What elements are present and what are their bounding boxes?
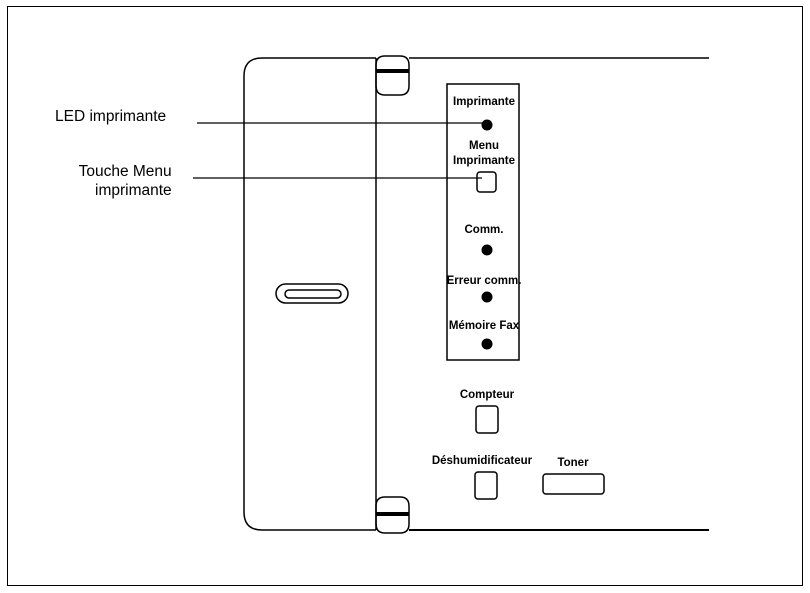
label-comm: Comm. — [465, 224, 504, 236]
door-latch — [275, 283, 349, 304]
led-erreur-comm — [481, 291, 493, 303]
hinge-bottom — [375, 496, 410, 534]
toner-button — [542, 473, 605, 495]
led-imprimante — [481, 119, 493, 131]
label-memoire-fax: Mémoire Fax — [449, 320, 520, 332]
hinge-top — [375, 55, 410, 96]
callout-touche-menu-line1: Touche Menu — [78, 163, 172, 180]
cover-door — [243, 57, 376, 531]
label-deshumidificateur: Déshumidificateur — [432, 455, 533, 467]
deshumidificateur-button — [474, 471, 498, 500]
led-comm — [481, 244, 493, 256]
callout-touche-menu-line2: imprimante — [95, 182, 172, 199]
led-panel — [446, 83, 520, 361]
label-erreur-comm: Erreur comm. — [447, 275, 522, 287]
label-imprimante: Imprimante — [453, 96, 515, 108]
label-menu: Menu — [469, 140, 499, 152]
figure-frame — [7, 6, 803, 586]
callout-touche-menu: Touche Menu imprimante — [74, 162, 172, 200]
menu-imprimante-button — [476, 171, 497, 193]
callout-led-imprimante: LED imprimante — [55, 108, 167, 125]
label-menu-imprimante: Imprimante — [453, 155, 515, 167]
compteur-button — [475, 405, 499, 434]
label-toner: Toner — [557, 457, 589, 469]
label-compteur: Compteur — [460, 389, 515, 401]
led-memoire-fax — [481, 338, 493, 350]
